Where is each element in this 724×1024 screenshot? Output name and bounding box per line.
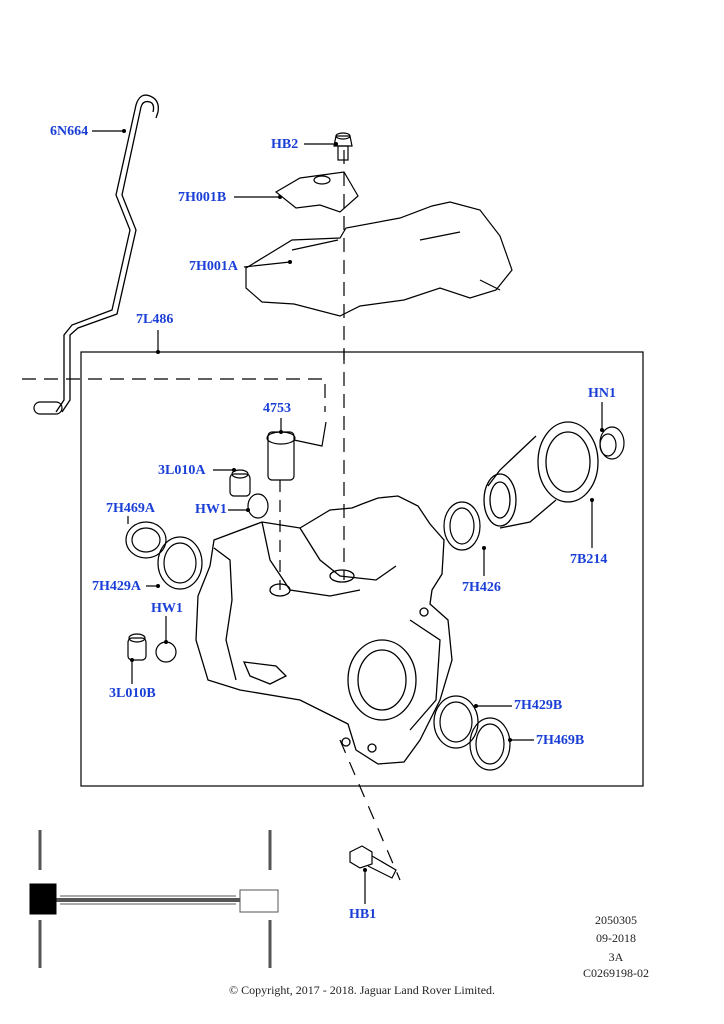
seal-7h426-drawing: [443, 501, 481, 551]
part-label-7h429a[interactable]: 7H429A: [92, 579, 141, 594]
drawing-reference: C0269198-02: [583, 966, 649, 980]
part-label-3l010b[interactable]: 3L010B: [109, 686, 156, 701]
seal-7h469b-drawing: [469, 717, 511, 771]
part-label-hw1-upper[interactable]: HW1: [195, 502, 227, 517]
part-label-7h426[interactable]: 7H426: [462, 580, 501, 595]
sensor-drawing: [266, 421, 327, 481]
dashed-leader: [339, 739, 401, 881]
part-label-7h001a[interactable]: 7H001A: [189, 259, 238, 274]
heat-shield-large-drawing: [245, 201, 513, 317]
copyright-notice: © Copyright, 2017 - 2018. Jaguar Land Ro…: [228, 983, 496, 997]
bolt-hb1-drawing: [349, 845, 397, 879]
part-label-hw1-lower[interactable]: HW1: [151, 601, 183, 616]
seal-7h469a-drawing: [125, 521, 167, 559]
plug-3l010a-drawing: [229, 469, 251, 497]
heat-shield-small-drawing: [274, 171, 359, 213]
assembly-callout-box: [80, 351, 644, 787]
part-label-7h001b[interactable]: 7H001B: [178, 190, 227, 205]
washer-hw1-upper-drawing: [247, 493, 269, 519]
washer-hw1-lower-drawing: [155, 641, 177, 663]
output-flange-drawing: [483, 421, 599, 529]
vent-tube-drawing: [33, 94, 159, 415]
part-label-4753[interactable]: 4753: [263, 401, 291, 416]
drawing-date: 09-2018: [596, 931, 636, 945]
seal-7h429b-drawing: [433, 695, 479, 749]
plug-3l010b-drawing: [127, 633, 147, 661]
part-label-3l010a[interactable]: 3L010A: [158, 463, 206, 478]
part-label-7h469a[interactable]: 7H469A: [106, 501, 155, 516]
bolt-hb2-drawing: [333, 132, 353, 161]
part-label-6n664[interactable]: 6N664: [50, 124, 89, 139]
vehicle-locator-thumbnail: [29, 830, 279, 968]
dashed-leader: [22, 378, 326, 412]
transfer-housing-drawing: [195, 495, 453, 765]
drawing-sheet: 3A: [608, 950, 624, 964]
leader-line: [243, 261, 291, 268]
part-label-hn1[interactable]: HN1: [588, 386, 616, 401]
part-label-7l486[interactable]: 7L486: [136, 312, 174, 327]
seal-7h429a-drawing: [157, 536, 203, 590]
drawing-number: 2050305: [595, 913, 637, 927]
part-label-7h469b[interactable]: 7H469B: [536, 733, 585, 748]
part-label-7b214[interactable]: 7B214: [570, 552, 608, 567]
part-label-7h429b[interactable]: 7H429B: [514, 698, 563, 713]
part-label-hb2[interactable]: HB2: [271, 137, 299, 152]
nut-hn1-drawing: [599, 426, 625, 460]
part-label-hb1[interactable]: HB1: [349, 907, 377, 922]
